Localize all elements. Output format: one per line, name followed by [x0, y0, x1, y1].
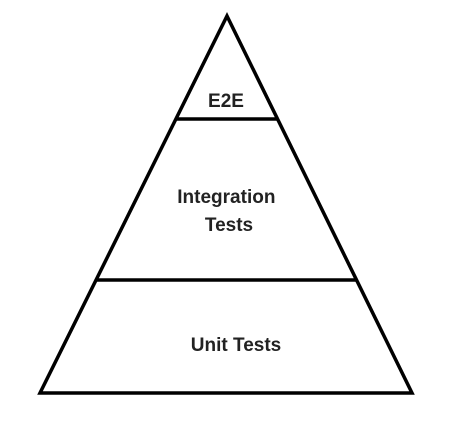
- tier-label-integration-line-1: Integration: [177, 187, 275, 208]
- tier-label-unit-line: Unit Tests: [191, 335, 281, 356]
- pyramid-outline: [37, 12, 415, 395]
- tier-label-integration: Integration Tests: [177, 187, 280, 236]
- tier-label-unit: Unit Tests: [191, 335, 281, 356]
- tier-label-integration-line-2: Tests: [205, 215, 253, 236]
- tier-label-e2e-line: E2E: [208, 91, 244, 112]
- tier-label-e2e: E2E: [208, 91, 244, 112]
